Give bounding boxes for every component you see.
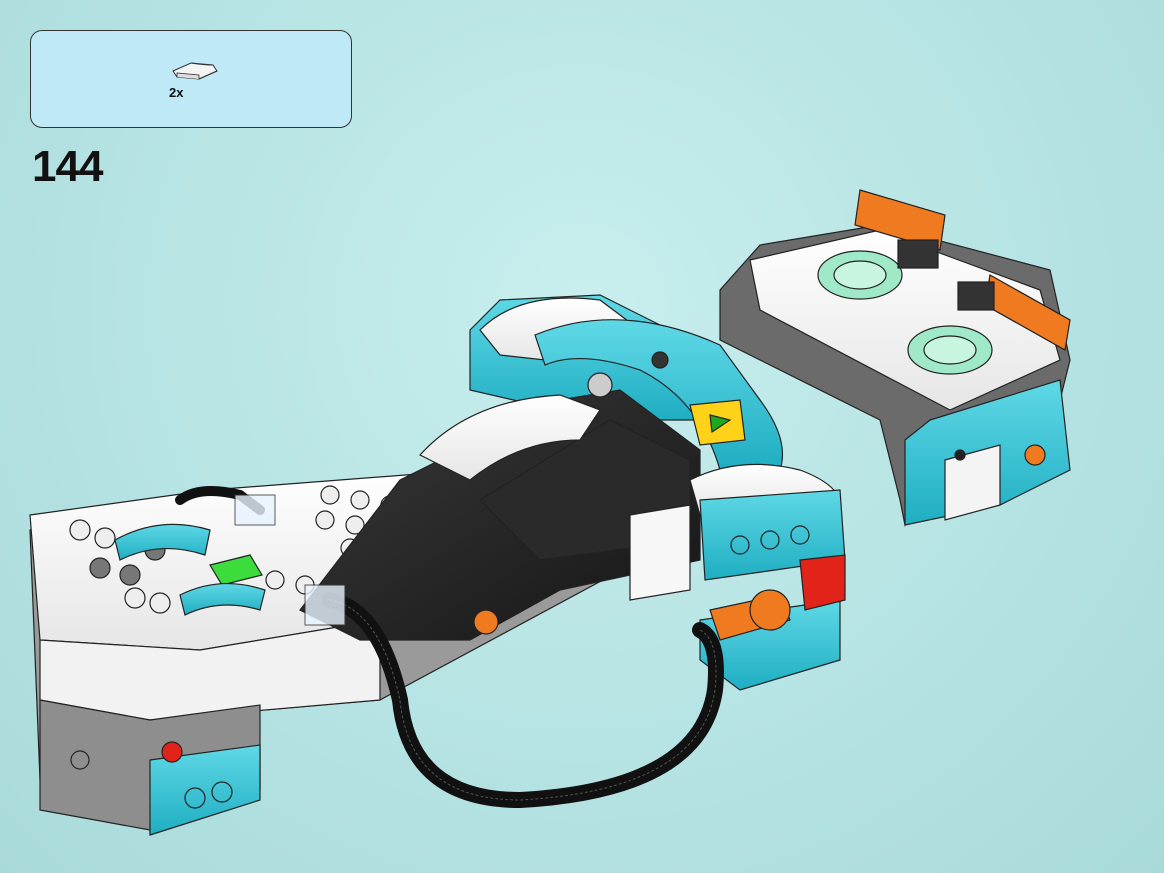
step-number: 144: [32, 142, 103, 191]
rear-sensor-module: [719, 189, 1071, 527]
cockpit-assembly: [299, 294, 846, 691]
part-quantity: 2x: [169, 85, 184, 100]
white-curved-slope-brick-icon: [172, 62, 218, 80]
parts-callout: 2x: [30, 30, 352, 128]
